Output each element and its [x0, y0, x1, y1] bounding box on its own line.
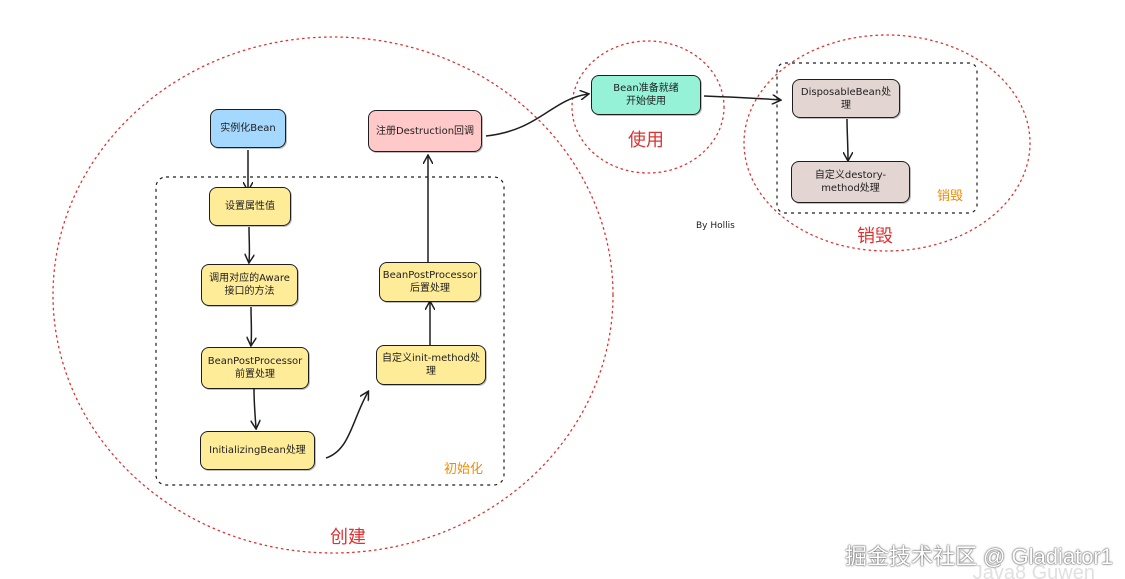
edge-register-to-ready — [485, 94, 588, 137]
watermark: 掘金技术社区 @ Gladiator1 — [844, 544, 1113, 569]
destroy-group-outline — [743, 34, 1031, 252]
edge-disposable-to-destroy-method — [847, 118, 848, 160]
node-init-method: 自定义init-method处理 — [376, 345, 486, 385]
initialize-group-label: 初始化 — [444, 462, 484, 477]
watermark-sub: Java8 Guwen — [972, 562, 1095, 579]
node-aware: 调用对应的Aware 接口的方法 — [201, 264, 298, 306]
node-register-destruction: 注册Destruction回调 — [368, 110, 482, 152]
node-destroy-method: 自定义destory- method处理 — [791, 161, 910, 203]
node-instantiate: 实例化Bean — [210, 109, 286, 148]
node-set-properties: 设置属性值 — [209, 187, 291, 226]
destroy-group-label: 销毁 — [857, 226, 893, 247]
node-bpp-after: BeanPostProcessor 后置处理 — [379, 262, 481, 302]
node-initializing-bean: InitializingBean处理 — [200, 431, 315, 470]
edge-bpp-before-to-initializing — [254, 388, 256, 428]
author-credit: By Hollis — [696, 221, 735, 231]
edge-initializing-to-init-method — [325, 392, 368, 459]
create-group-label: 创建 — [330, 527, 366, 548]
destroy-inner-label: 销毁 — [937, 189, 964, 204]
edge-ready-to-disposable — [703, 96, 780, 100]
node-bpp-before: BeanPostProcessor 前置处理 — [201, 347, 309, 389]
create-group-outline — [52, 36, 614, 554]
node-disposable-bean: DisposableBean处理 — [792, 79, 900, 118]
use-group-label: 使用 — [628, 130, 664, 151]
node-ready: Bean准备就绪 开始使用 — [591, 75, 701, 115]
